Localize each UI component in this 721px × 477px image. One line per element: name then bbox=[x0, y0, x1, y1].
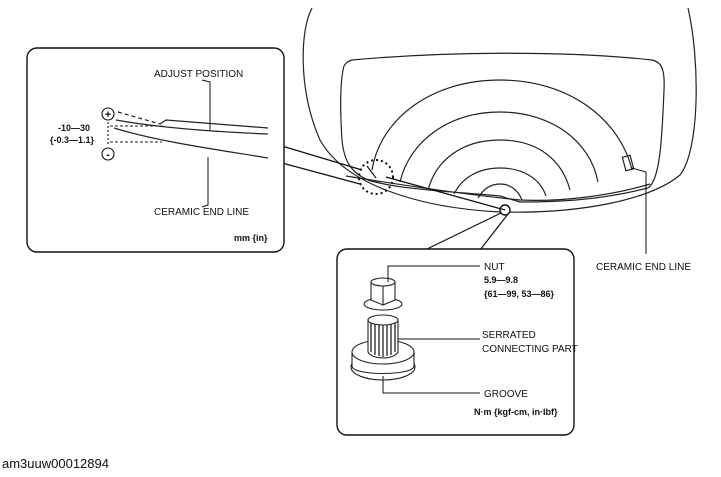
ceramic-end-line-detail-label: CERAMIC END LINE bbox=[154, 207, 249, 218]
torque-alt-label: {61—99, 53—86} bbox=[484, 289, 555, 299]
reflector-arc-4 bbox=[453, 167, 547, 197]
detail-unit-label: mm {in} bbox=[234, 233, 268, 243]
detail-box bbox=[26, 47, 285, 253]
serrated-label-1: SERRATED bbox=[482, 330, 536, 341]
detail-callout-circle bbox=[358, 159, 394, 195]
element-lower-line bbox=[113, 127, 269, 159]
element-dashed-line bbox=[117, 111, 161, 125]
reflector-arc-1 bbox=[371, 79, 633, 171]
torque-nm-label: 5.9—9.8 bbox=[484, 275, 518, 285]
nut-drawing bbox=[350, 277, 416, 381]
adjust-position-label: ADJUST POSITION bbox=[154, 69, 243, 80]
reflector-arc-2 bbox=[399, 111, 599, 183]
serrated-top bbox=[367, 314, 399, 326]
minus-symbol: - bbox=[106, 149, 110, 161]
headlight-assembly bbox=[302, 7, 697, 213]
nut-detail-box bbox=[336, 248, 575, 436]
ceramic-end-line-leader bbox=[631, 167, 647, 254]
minus-symbol-circle bbox=[101, 147, 115, 161]
outer-housing-outline bbox=[302, 7, 697, 213]
torque-unit-label: N·m {kgf-cm, in·lbf} bbox=[474, 407, 558, 417]
ceramic-end-line-main-label: CERAMIC END LINE bbox=[596, 262, 691, 273]
detail-drawing bbox=[107, 111, 269, 159]
plus-symbol-circle bbox=[101, 107, 115, 121]
nut-leader bbox=[387, 265, 480, 282]
nut-leaders bbox=[382, 265, 480, 394]
lens-inner-line bbox=[345, 175, 651, 201]
range-in-label: {-0.3—1.1} bbox=[50, 135, 95, 145]
groove-leader bbox=[382, 376, 480, 394]
nut-top bbox=[370, 277, 396, 287]
serration-ridges bbox=[370, 322, 396, 357]
detail-connector-lines bbox=[281, 145, 377, 185]
plus-symbol: + bbox=[105, 109, 111, 121]
range-mm-label: -10—30 bbox=[58, 123, 90, 133]
serrated-label-2: CONNECTING PART bbox=[482, 344, 578, 355]
ceramic-detail-leader bbox=[201, 157, 209, 208]
adjust-position-leader bbox=[201, 79, 211, 130]
element-upper-line bbox=[115, 119, 269, 135]
reflector-arc-3 bbox=[427, 139, 571, 191]
groove-label: GROOVE bbox=[484, 389, 528, 400]
adjust-element-tip bbox=[159, 119, 269, 129]
nut-label: NUT bbox=[484, 262, 505, 273]
reflector-arc-5 bbox=[477, 183, 523, 201]
figure-caption: am3uuw00012894 bbox=[2, 456, 109, 471]
lens-outline bbox=[340, 52, 665, 203]
nut-connector-lines bbox=[385, 176, 509, 251]
ceramic-end-line-marker bbox=[621, 154, 635, 172]
